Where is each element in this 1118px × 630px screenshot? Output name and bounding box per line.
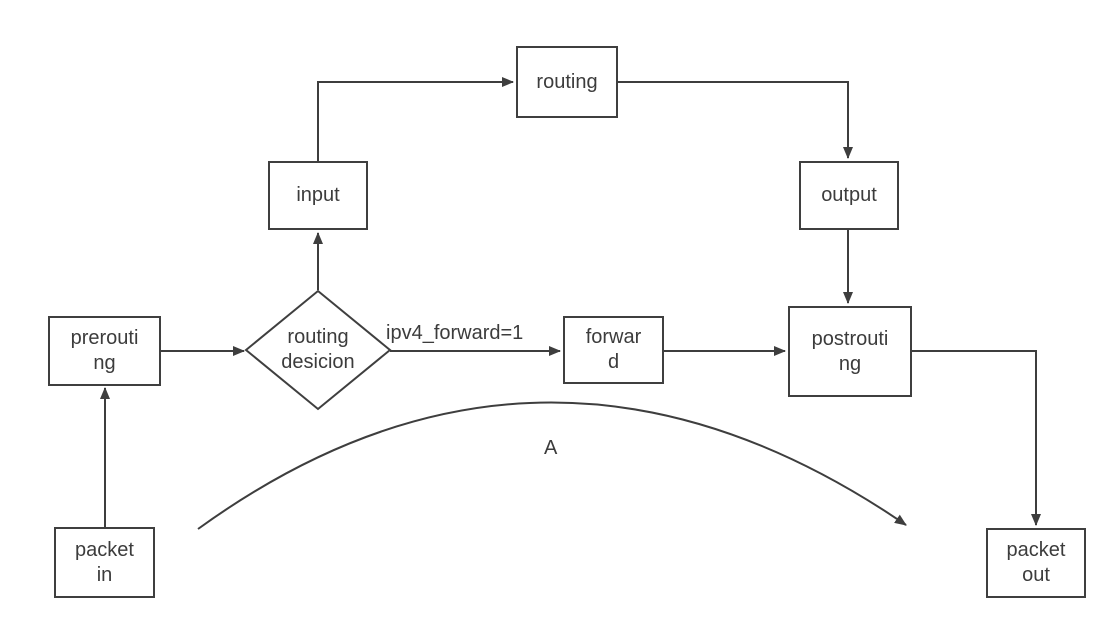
edge-label-ipv4-forward: ipv4_forward=1 bbox=[386, 322, 524, 344]
node-routing: routing bbox=[516, 46, 618, 118]
node-output: output bbox=[799, 161, 899, 230]
node-packet-in-label: packet bbox=[75, 538, 134, 561]
node-packet-out-label: packet bbox=[1006, 539, 1066, 561]
node-routing-decision-label: routing desicion bbox=[281, 326, 355, 373]
node-forward: forwar d bbox=[563, 316, 664, 384]
edge-bypass-curve bbox=[197, 401, 907, 530]
edge-postrouting-packetout bbox=[912, 350, 1041, 526]
node-input: input bbox=[268, 161, 368, 230]
node-postrouting-label: postrouti bbox=[811, 327, 889, 350]
node-routing-label: routing bbox=[536, 70, 598, 93]
node-packet-in: packet in bbox=[54, 527, 155, 598]
node-prerouting: prerouti ng bbox=[48, 316, 161, 386]
edge-routing-output bbox=[618, 81, 853, 159]
node-prerouting-label: prerouti bbox=[70, 327, 139, 349]
node-output-label: output bbox=[821, 184, 877, 206]
edge-label-a: A bbox=[544, 437, 558, 459]
edge-input-routing bbox=[317, 77, 514, 161]
node-postrouting: postrouti ng bbox=[788, 306, 912, 397]
node-forward-label: forwar bbox=[585, 326, 642, 348]
node-routing-decision-shape bbox=[244, 289, 392, 411]
node-packet-out: packet out bbox=[986, 528, 1086, 598]
node-input-label: input bbox=[296, 184, 340, 206]
